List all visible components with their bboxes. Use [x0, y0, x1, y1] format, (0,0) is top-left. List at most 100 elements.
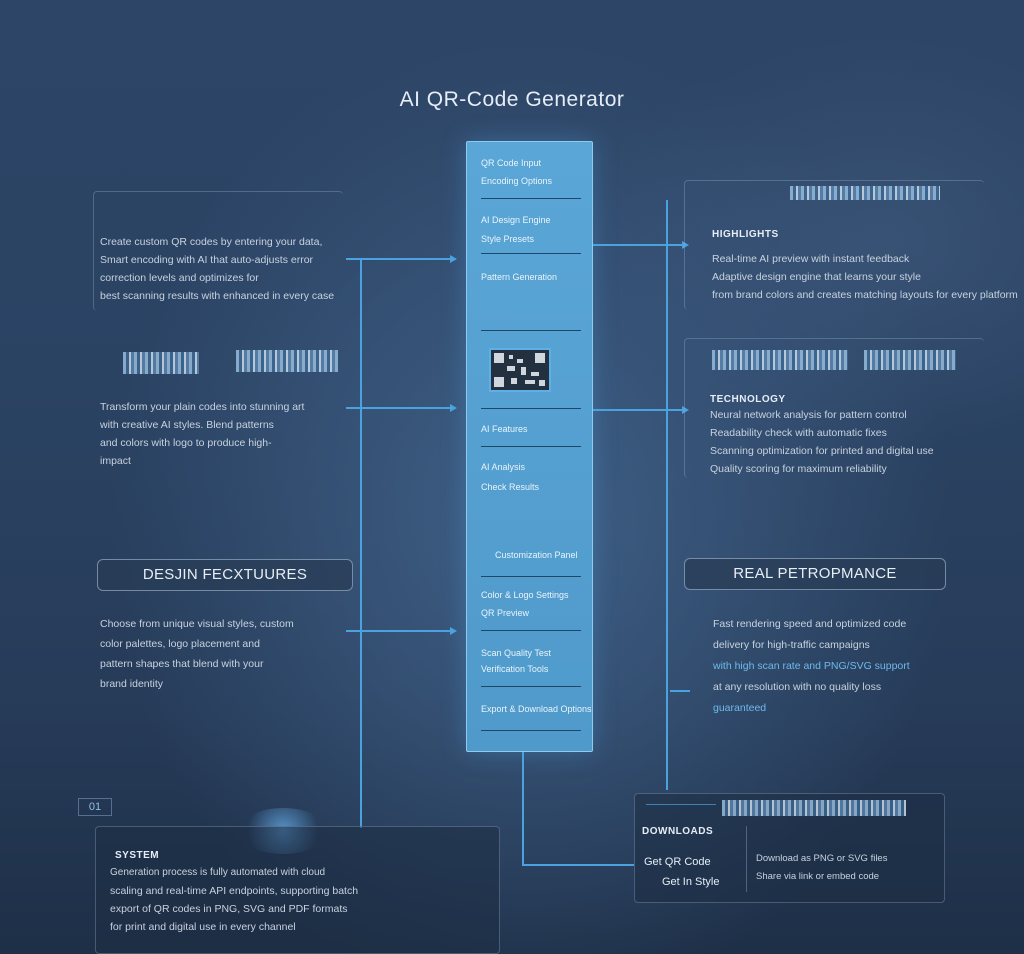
design-features-label: DESJIN FECXTUURES [97, 559, 353, 591]
pipeline-step: Export & Download Options [481, 704, 592, 714]
pipeline-divider [481, 576, 581, 577]
center-pipeline-column: QR Code Input Encoding Options AI Design… [466, 141, 593, 752]
text-line: Fast rendering speed and optimized code [713, 618, 907, 630]
icon-strip [790, 186, 940, 200]
connector-right-1 [592, 244, 682, 246]
connector-right-3 [670, 690, 690, 692]
text-line: Quality scoring for maximum reliability [710, 463, 887, 475]
text-line: with creative AI styles. Blend patterns [100, 419, 274, 431]
text-line: pattern shapes that blend with your [100, 658, 264, 670]
text-line: delivery for high-traffic campaigns [713, 639, 870, 651]
qr-code-icon [489, 348, 551, 392]
connector-left-2 [346, 407, 450, 409]
text-line: Choose from unique visual styles, custom [100, 618, 294, 630]
pipeline-step: Customization Panel [495, 550, 578, 560]
pipeline-step: AI Analysis [481, 462, 526, 472]
text-line-highlight: guaranteed [713, 702, 767, 714]
pipeline-step: AI Features [481, 424, 528, 434]
technology-title: TECHNOLOGY [710, 394, 786, 405]
pipeline-divider [481, 730, 581, 731]
left-bottom-block: Choose from unique visual styles, custom… [100, 614, 294, 694]
icon-strip [864, 350, 956, 370]
arrow-right-icon [450, 404, 457, 412]
step-badge: 01 [78, 798, 112, 816]
panel-divider [746, 826, 747, 892]
left-top-block: Create custom QR codes by entering your … [100, 233, 334, 305]
system-block: Generation process is fully automated wi… [110, 864, 358, 936]
text-line-highlight: with high scan rate and PNG/SVG support [713, 660, 910, 672]
text-line: impact [100, 455, 131, 467]
arrow-right-icon [682, 241, 689, 249]
text-line: and colors with logo to produce high- [100, 437, 272, 449]
icon-strip [236, 350, 338, 372]
text-line: brand identity [100, 678, 164, 690]
pipeline-step: Color & Logo Settings [481, 590, 569, 600]
download-option-get-style[interactable]: Get In Style [662, 876, 720, 888]
connector-left-1 [346, 258, 450, 260]
pipeline-step: AI Design Engine [481, 215, 551, 225]
pipeline-divider [481, 630, 581, 631]
pipeline-divider [481, 686, 581, 687]
pipeline-step: Scan Quality Test [481, 648, 551, 658]
text-line: Scanning optimization for printed and di… [710, 445, 934, 457]
text-line: Smart encoding with AI that auto-adjusts… [100, 254, 314, 266]
text-line: Generation process is fully automated wi… [110, 867, 326, 878]
highlights-block: Real-time AI preview with instant feedba… [712, 250, 1018, 304]
pipeline-step: Style Presets [481, 234, 535, 244]
connector-right-vertical [666, 200, 668, 790]
highlights-panel [684, 180, 984, 310]
text-line: Create custom QR codes by entering your … [100, 236, 323, 248]
text-line: at any resolution with no quality loss [713, 681, 882, 693]
text-line: Adaptive design engine that learns your … [712, 271, 921, 283]
left-top-frame [93, 191, 343, 311]
downloads-block: Download as PNG or SVG files Share via l… [756, 850, 887, 886]
panel-accent-line [646, 804, 716, 805]
text-line: from brand colors and creates matching l… [712, 289, 1018, 301]
download-qr-option[interactable]: Get QR Code Get In Style [644, 852, 719, 892]
highlights-title: HIGHLIGHTS [712, 229, 779, 240]
text-line: Transform your plain codes into stunning… [100, 401, 305, 413]
text-line: Share via link or embed code [756, 871, 880, 882]
page-title: AI QR-Code Generator [399, 88, 625, 111]
text-line: export of QR codes in PNG, SVG and PDF f… [110, 903, 348, 915]
real-performance-label: REAL PETROPMANCE [684, 558, 946, 590]
pipeline-divider [481, 408, 581, 409]
performance-block: Fast rendering speed and optimized code … [713, 614, 910, 719]
pipeline-divider [481, 446, 581, 447]
icon-strip [712, 350, 848, 370]
left-mid-block: Transform your plain codes into stunning… [100, 398, 304, 470]
text-line: best scanning results with enhanced in e… [100, 290, 335, 302]
pipeline-step: Encoding Options [481, 176, 553, 186]
icon-strip [123, 352, 199, 374]
connector-left-3 [346, 630, 450, 632]
pipeline-step: Pattern Generation [481, 272, 558, 282]
technology-panel [684, 338, 984, 478]
text-line: Readability check with automatic fixes [710, 427, 887, 439]
connector-bottom-vertical [522, 752, 524, 866]
arrow-right-icon [450, 627, 457, 635]
technology-block: Neural network analysis for pattern cont… [710, 406, 934, 478]
pipeline-divider [481, 198, 581, 199]
connector-bottom-horizontal [522, 864, 634, 866]
text-line: for print and digital use in every chann… [110, 921, 296, 933]
connector-right-2 [592, 409, 682, 411]
icon-strip [722, 800, 906, 816]
pipeline-divider [481, 253, 581, 254]
text-line: scaling and real-time API endpoints, sup… [110, 885, 359, 897]
text-line: Real-time AI preview with instant feedba… [712, 253, 910, 265]
text-line: color palettes, logo placement and [100, 638, 260, 650]
pipeline-step: Verification Tools [481, 664, 549, 674]
text-line: Download as PNG or SVG files [756, 853, 888, 864]
download-option-get-code[interactable]: Get QR Code [644, 856, 711, 868]
connector-left-vertical [360, 258, 362, 828]
text-line: correction levels and optimizes for [100, 272, 259, 284]
arrow-right-icon [682, 406, 689, 414]
pipeline-divider [481, 330, 581, 331]
system-title: SYSTEM [115, 850, 160, 861]
pipeline-step: QR Code Input [481, 158, 542, 168]
arrow-right-icon [450, 255, 457, 263]
text-line: Neural network analysis for pattern cont… [710, 409, 907, 421]
pipeline-step: Check Results [481, 482, 540, 492]
downloads-title: DOWNLOADS [642, 826, 714, 837]
pipeline-step: QR Preview [481, 608, 530, 618]
